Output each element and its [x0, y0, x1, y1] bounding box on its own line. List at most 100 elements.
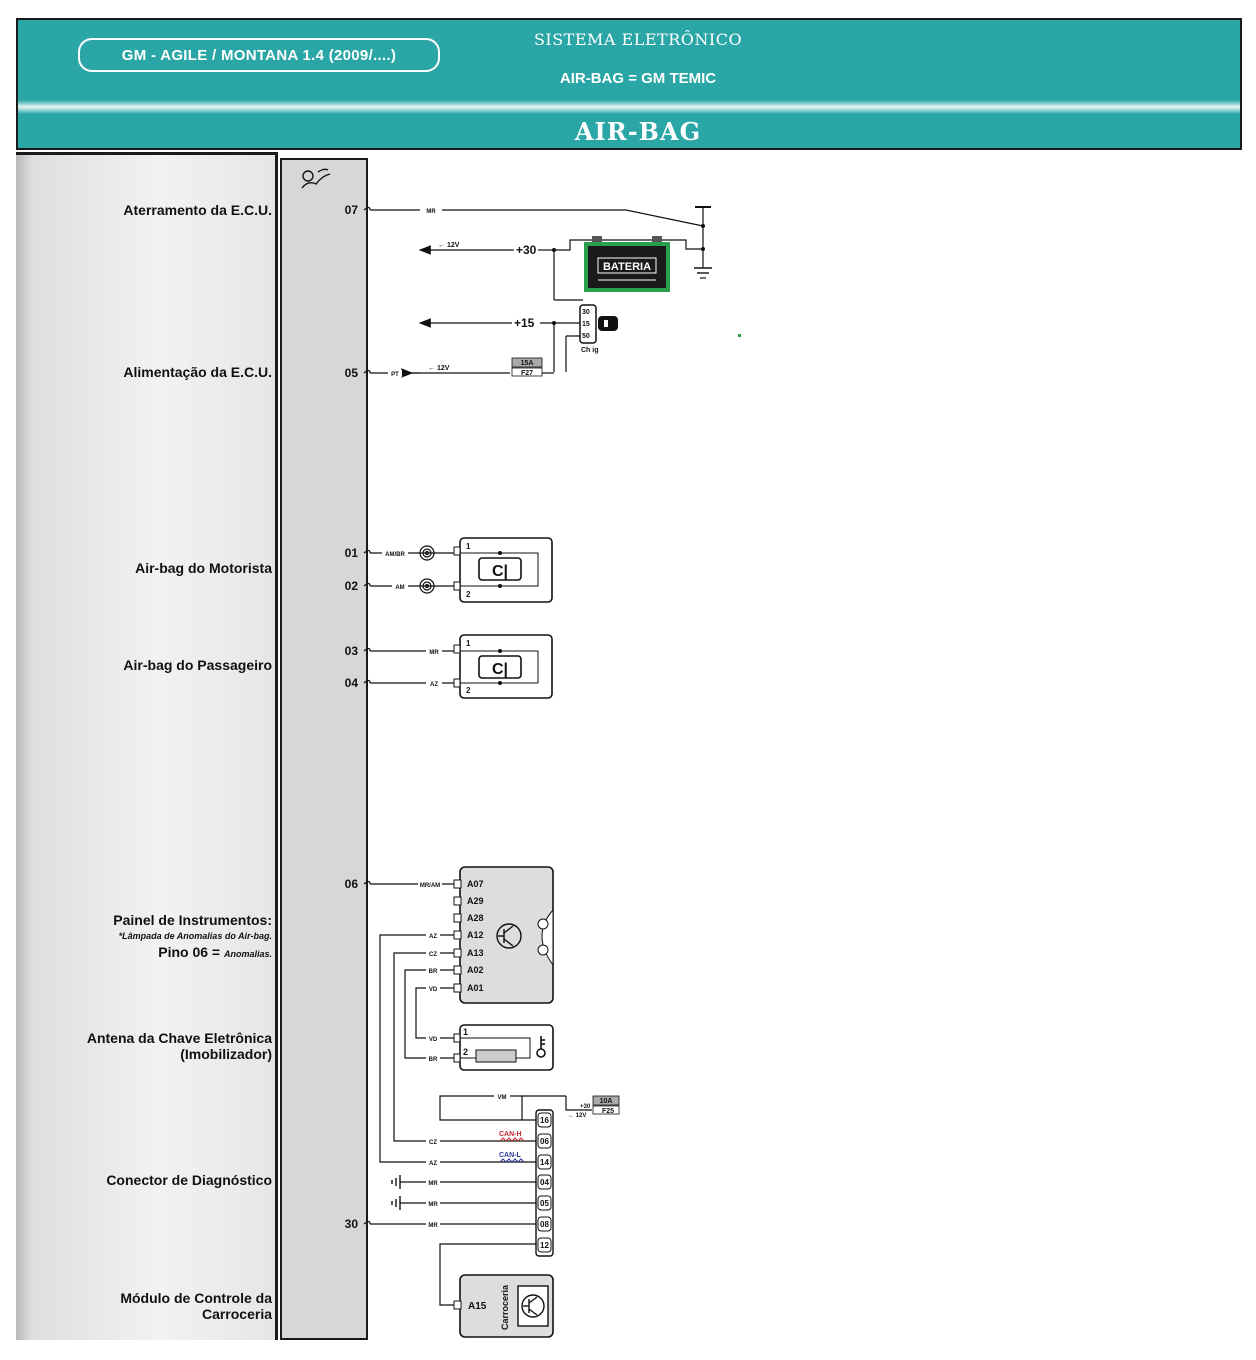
plus30-label: +30	[516, 243, 537, 257]
wire-az: AZ	[429, 934, 437, 940]
passenger-airbag-pin-2: 2	[466, 686, 471, 695]
label-diagnostic-connector: Conector de Diagnóstico	[106, 1172, 272, 1188]
f25-plus30: +30	[580, 1104, 591, 1110]
label-key-antenna: Antena da Chave Eletrônica (Imobilizador…	[20, 1030, 272, 1062]
ecu-connector-column	[280, 158, 368, 1340]
ign-pin-15: 15	[582, 321, 590, 328]
vehicle-model-badge: GM - AGILE / MONTANA 1.4 (2009/....)	[78, 38, 440, 72]
wire-vd: VD	[429, 987, 438, 993]
cluster-pin-a13: A13	[467, 948, 484, 958]
driver-airbag-wiring	[363, 545, 454, 594]
squib-icon: C|	[492, 661, 508, 678]
wire-cz-diag: CZ	[429, 1140, 437, 1146]
circuit-labels-panel	[16, 152, 278, 1340]
cluster-pin-a02: A02	[467, 965, 484, 975]
cluster-pin-a01: A01	[467, 983, 484, 993]
label-cluster-title: Painel de Instrumentos:	[113, 912, 272, 928]
label-bcm-line1: Módulo de Controle da	[120, 1290, 272, 1306]
antenna-pin-2: 2	[463, 1047, 468, 1057]
plus15-circuit	[418, 318, 583, 372]
immobilizer-antenna-module: 1 2	[453, 1024, 554, 1071]
wire-color-02: AM	[395, 585, 404, 591]
system-title: SISTEMA ELETRÔNICO	[533, 30, 743, 49]
label-passenger-airbag: Air-bag do Passageiro	[123, 657, 272, 673]
chassis-ground-icon	[391, 1175, 401, 1210]
label-ground: Aterramento da E.C.U.	[123, 202, 272, 218]
plus30-circuit	[418, 239, 703, 301]
cluster-pin-a07: A07	[467, 879, 484, 889]
key-icon	[536, 1036, 546, 1058]
ign-pin-30: 30	[582, 309, 590, 316]
ecu-pin-04: 04	[344, 676, 358, 690]
diagnostic-wiring	[363, 1095, 592, 1306]
system-subtitle: AIR-BAG = GM TEMIC	[559, 70, 717, 87]
wire-cz: CZ	[429, 952, 437, 958]
fuse-f27: 15A F27	[511, 357, 543, 377]
header-banner: GM - AGILE / MONTANA 1.4 (2009/....) SIS…	[16, 18, 1242, 150]
ignition-label: Ch ig	[581, 347, 599, 354]
bcm-label: Carroceria	[500, 1284, 510, 1330]
wire-color-04: AZ	[430, 682, 438, 688]
ignition-switch: 30 15 50 Ch ig	[579, 304, 618, 354]
ecu-pin-07: 07	[344, 203, 358, 217]
can-high-label: CAN-H	[499, 1131, 522, 1138]
cluster-pin-a12: A12	[467, 930, 484, 940]
cluster-pin-a29: A29	[467, 896, 484, 906]
battery: BATERIA	[584, 236, 670, 292]
antenna-pin-1: 1	[463, 1027, 468, 1037]
airbag-icon	[301, 168, 331, 189]
label-cluster-note: *Lâmpada de Anomalias do Air-bag.	[118, 931, 272, 941]
label-antenna-sub: (Imobilizador)	[180, 1046, 272, 1062]
power-voltage: ← 12V	[428, 365, 450, 372]
label-antenna-title: Antena da Chave Eletrônica	[86, 1030, 272, 1046]
fuse-f25: 10A F25 +30 ← 12V	[568, 1095, 620, 1119]
transistor-icon	[496, 923, 522, 949]
label-power: Alimentação da E.C.U.	[123, 364, 272, 380]
instrument-cluster-module: A07 A29 A28 A12 A13 A02 A01	[453, 866, 554, 1004]
transistor-icon	[521, 1294, 545, 1318]
wire-az-diag: AZ	[429, 1161, 437, 1167]
wire-color-06: MR/AM	[420, 883, 440, 889]
diag-pin-05: 05	[540, 1199, 549, 1208]
fuse-f25-id: F25	[602, 1108, 614, 1115]
passenger-airbag-module: 1 2 C|	[453, 634, 553, 699]
label-cluster-pin: Pino 06 =	[158, 944, 224, 960]
wire-mr-diag-04: MR	[428, 1181, 438, 1187]
ecu-pin-01: 01	[344, 546, 358, 560]
header-stripe	[18, 100, 1240, 114]
diag-pin-06: 06	[540, 1137, 549, 1146]
gauge-icon	[537, 908, 554, 967]
wire-mr-diag-08: MR	[428, 1223, 438, 1229]
ecu-pin-06: 06	[344, 877, 358, 891]
wire-br-antenna: BR	[429, 1057, 438, 1063]
ecu-pin-05: 05	[344, 366, 358, 380]
diagram-title: AIR-BAG	[574, 117, 702, 146]
driver-airbag-pin-1: 1	[466, 542, 471, 551]
plus30-voltage: ← 12V	[438, 242, 460, 249]
wire-color-01: AM/BR	[385, 552, 405, 558]
diag-pin-08: 08	[540, 1220, 549, 1229]
diagnostic-connector: 16 06 14 04 05 08 12	[535, 1109, 554, 1257]
label-bcm-line2: Carroceria	[201, 1306, 272, 1322]
body-control-module: A15 Carroceria	[453, 1274, 554, 1338]
ecu-pin-30: 30	[344, 1217, 358, 1231]
ecu-pin-03: 03	[344, 644, 358, 658]
fuse-f27-id: F27	[521, 370, 533, 377]
label-instrument-cluster: Painel de Instrumentos: *Lâmpada de Anom…	[20, 912, 272, 962]
diag-pin-16: 16	[540, 1116, 549, 1125]
label-body-control-module: Módulo de Controle da Carroceria	[20, 1290, 272, 1322]
bcm-pin-a15: A15	[468, 1301, 487, 1312]
ecu-pin-02: 02	[344, 579, 358, 593]
wire-mr-diag-05: MR	[428, 1202, 438, 1208]
passenger-airbag-pin-1: 1	[466, 639, 471, 648]
wire-vm: VM	[498, 1095, 507, 1101]
driver-airbag-pin-2: 2	[466, 590, 471, 599]
wire-color-07: MR	[426, 209, 436, 215]
fuse-f27-amp: 15A	[521, 360, 534, 367]
diag-pin-12: 12	[540, 1241, 549, 1250]
squib-icon: C|	[492, 563, 508, 580]
ground-circuit	[363, 206, 712, 279]
battery-label: BATERIA	[603, 261, 651, 273]
wire-color-03: MR	[429, 650, 439, 656]
